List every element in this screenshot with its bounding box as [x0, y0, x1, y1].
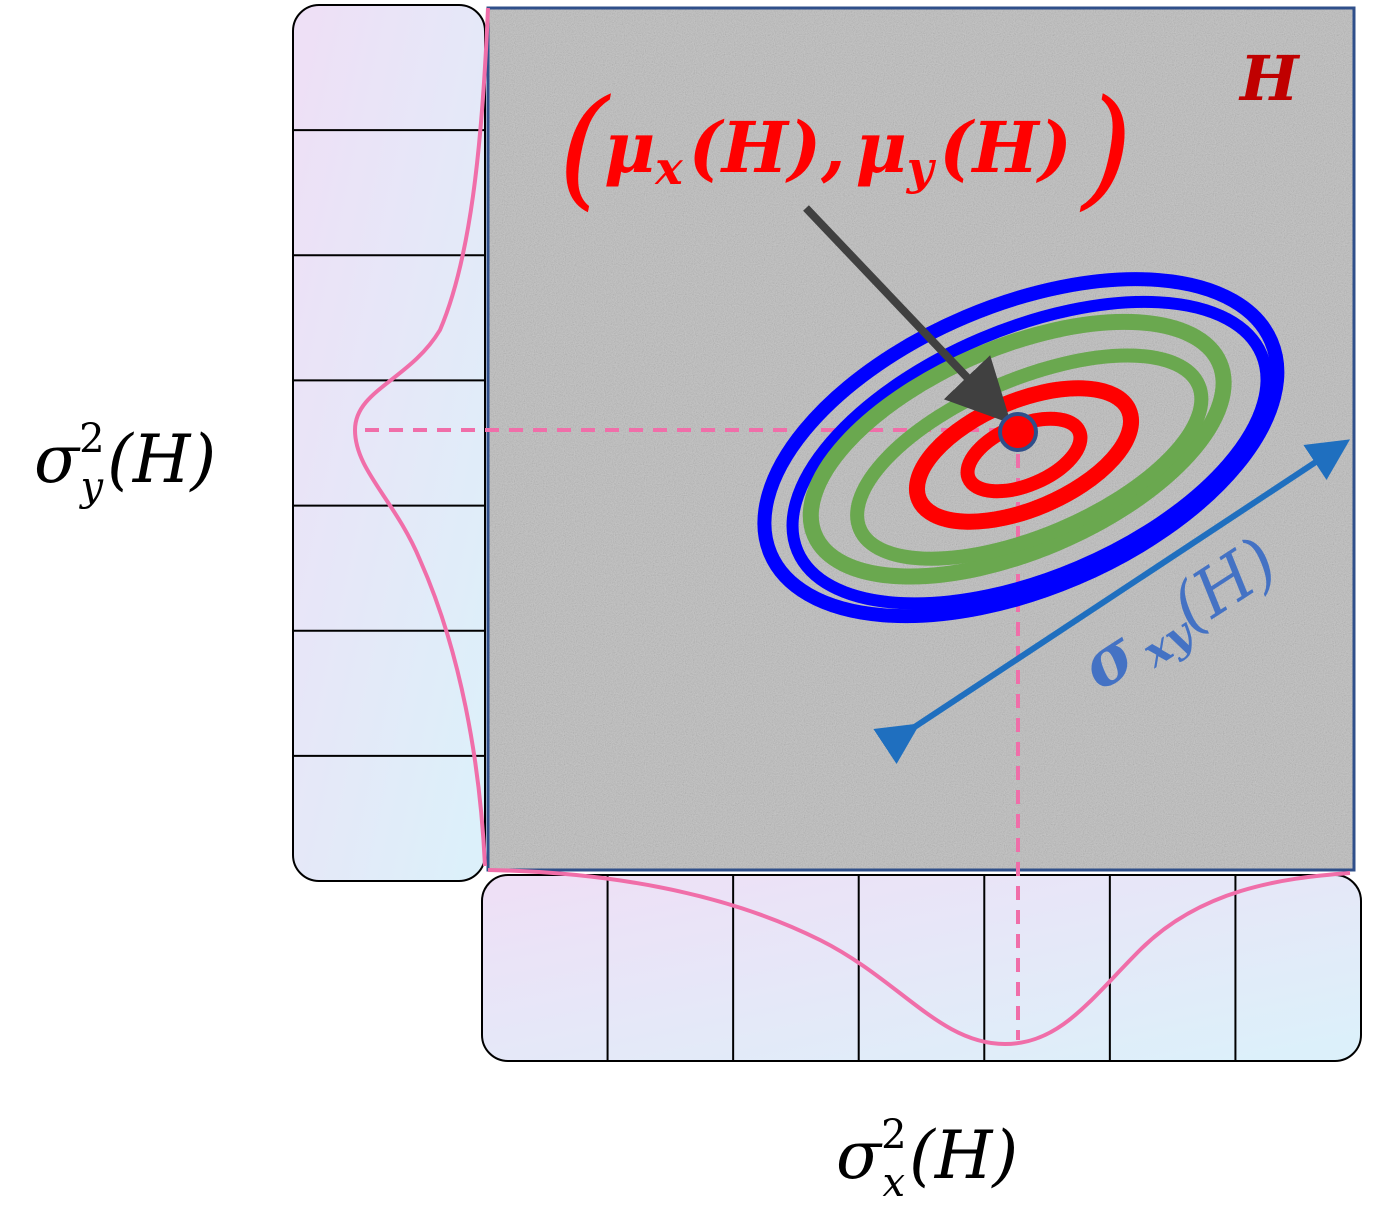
variance-x-subscript: x [883, 1160, 906, 1206]
mean-label-arg1: (H), [689, 106, 846, 189]
mean-label: ( μx(H),μy(H) ) [558, 71, 1133, 223]
variance-y-subscript: y [79, 464, 105, 510]
y-marginal-density-curve [352, 7, 490, 867]
variance-y-arg: (H) [107, 421, 216, 498]
mean-label-x-subscript: x [654, 141, 683, 195]
mean-label-arg2: (H) [939, 106, 1071, 189]
x-marginal-density-curve [487, 868, 1351, 1047]
y-marginal-histogram [292, 4, 486, 882]
mean-label-y-subscript: y [906, 141, 937, 195]
variance-y-sigma: σ [34, 421, 81, 498]
mean-label-close-paren: ) [1079, 71, 1133, 223]
variance-x-superscript: 2 [881, 1112, 906, 1158]
variance-x-sigma: σ [836, 1117, 883, 1194]
x-marginal-histogram [481, 874, 1362, 1062]
mean-pointer-arrow [803, 205, 1012, 424]
covariance-double-arrow [873, 439, 1351, 765]
mean-center-dot [998, 412, 1038, 452]
x-histogram-bin-dividers [606, 875, 1237, 1061]
svg-text:μx(H),μy(H): μx(H),μy(H) [604, 106, 1072, 195]
mean-label-mu-x: μ [604, 106, 655, 189]
variance-y-superscript: 2 [79, 416, 104, 462]
mean-label-open-paren: ( [558, 71, 611, 223]
panel-label: H [1238, 42, 1301, 115]
mean-label-mu-y: μ [855, 106, 906, 189]
variance-x-arg: (H) [909, 1117, 1018, 1194]
